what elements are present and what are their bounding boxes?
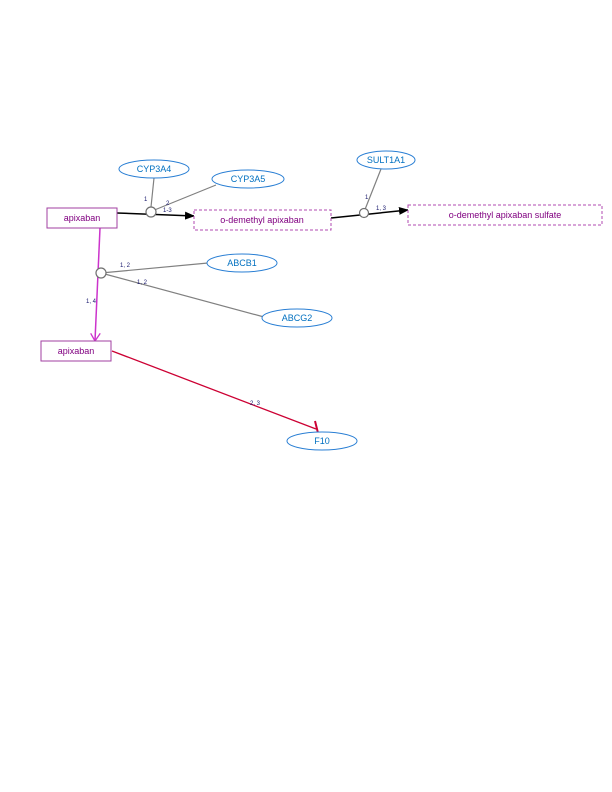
edge-label-metab1: 1-3 xyxy=(163,208,172,214)
edge-abcg2-catalysis xyxy=(100,272,265,318)
edge-abcb1-catalysis xyxy=(100,262,209,274)
node-label: CYP3A5 xyxy=(231,174,266,184)
edge-label-cyp3a5: 2 xyxy=(166,201,170,207)
edge-label-metab2: 1, 3 xyxy=(376,206,387,212)
node-label: F10 xyxy=(314,436,330,446)
node-gene-f10[interactable]: F10 xyxy=(286,431,358,451)
node-label: apixaban xyxy=(64,213,101,223)
edge-label-abcg2: 1, 2 xyxy=(137,280,148,286)
edge-label-sult1a1: 1 xyxy=(365,195,369,201)
edge-cyp3a5-catalysis xyxy=(151,184,217,212)
node-label: o-demethyl apixaban sulfate xyxy=(449,210,562,220)
edge-label-transport: 1, 4 xyxy=(86,299,97,305)
node-label: o-demethyl apixaban xyxy=(220,215,304,225)
edge-cyp3a4-catalysis xyxy=(150,177,155,208)
edge-label-abcb1: 1, 2 xyxy=(120,263,131,269)
node-o-demethyl-apixaban-sulfate[interactable]: o-demethyl apixaban sulfate xyxy=(407,204,603,226)
node-gene-abcg2[interactable]: ABCG2 xyxy=(261,308,333,328)
node-label: ABCB1 xyxy=(227,258,257,268)
node-gene-abcb1[interactable]: ABCB1 xyxy=(206,253,278,273)
node-o-demethyl-apixaban[interactable]: o-demethyl apixaban xyxy=(193,209,332,231)
node-gene-cyp3a5[interactable]: CYP3A5 xyxy=(211,169,285,189)
node-gene-sult1a1[interactable]: SULT1A1 xyxy=(356,150,416,170)
inhibition-bar xyxy=(314,420,319,434)
node-apixaban-1[interactable]: apixaban xyxy=(46,207,118,229)
edge-label-inhibit: 2, 3 xyxy=(250,401,261,407)
reaction-junction-2 xyxy=(358,207,370,219)
node-label: ABCG2 xyxy=(282,313,313,323)
edge-apixaban-inhibits-f10 xyxy=(111,350,317,430)
reaction-junction-1 xyxy=(145,206,157,218)
node-apixaban-2[interactable]: apixaban xyxy=(40,340,112,362)
edge-sult1a1-catalysis xyxy=(363,168,382,213)
node-label: CYP3A4 xyxy=(137,164,172,174)
node-gene-cyp3a4[interactable]: CYP3A4 xyxy=(118,159,190,179)
node-label: apixaban xyxy=(58,346,95,356)
edge-apixaban-transport xyxy=(95,227,101,341)
edge-odemethyl-to-sulfate xyxy=(330,206,409,219)
transport-junction xyxy=(95,267,107,279)
node-label: SULT1A1 xyxy=(367,155,405,165)
edge-label-cyp3a4: 1 xyxy=(144,197,148,203)
